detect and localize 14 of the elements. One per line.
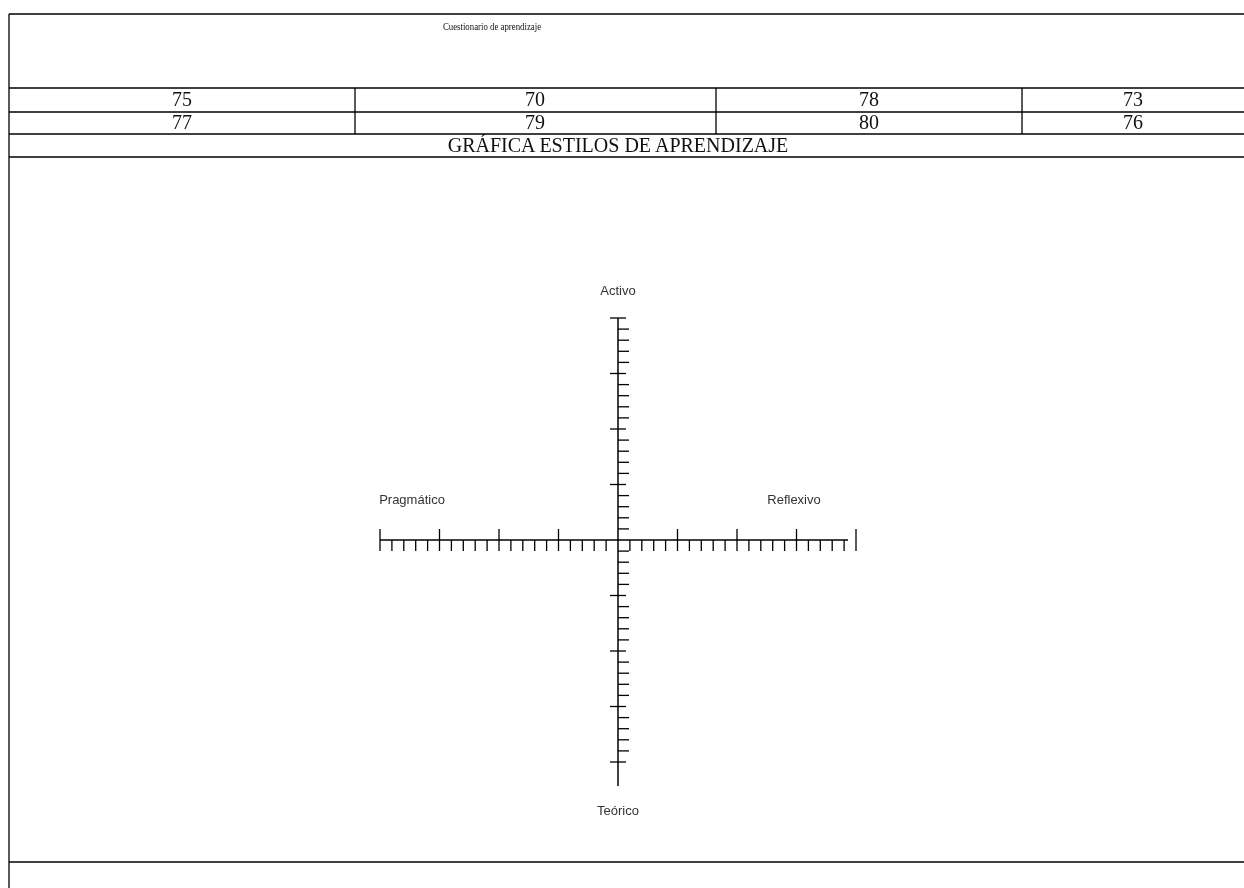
score-value: 79 [525,111,545,134]
chart-heading: GRÁFICA ESTILOS DE APRENDIZAJE [447,134,789,157]
score-value: 70 [525,88,545,111]
axis-label: Pragmático [379,492,445,507]
score-value: 77 [172,111,192,134]
score-value: 73 [1123,88,1143,111]
score-value: 75 [172,88,192,111]
axis-label: Reflexivo [767,492,821,507]
axis-label: Teórico [597,803,639,818]
score-value: 76 [1123,111,1143,134]
axis-label: Activo [600,283,636,298]
score-value: 78 [859,88,879,111]
score-value: 80 [859,111,879,134]
document-title: Cuestionario de aprendizaje [442,20,542,32]
